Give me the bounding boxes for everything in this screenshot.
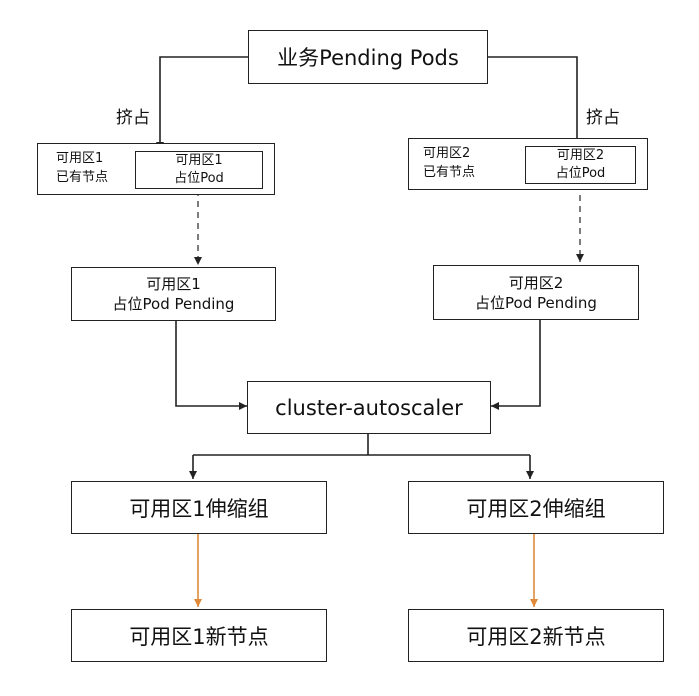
zone1-inner-line2: 占位Pod [174, 171, 224, 186]
zone1-placeholder-pod-box: 可用区1 占位Pod [135, 151, 263, 189]
zone2-pending-line1: 可用区2 [508, 273, 564, 292]
pending-pods-box: 业务Pending Pods [248, 30, 488, 84]
pending-pods-label: 业务Pending Pods [277, 46, 459, 70]
zone2-outer-line2: 已有节点 [423, 165, 476, 180]
cluster-autoscaler-label: cluster-autoscaler [275, 395, 463, 420]
preempt-label-left: 挤占 [116, 108, 150, 128]
zone1-new-node-label: 可用区1新节点 [129, 624, 269, 649]
zone1-scaling-group-box: 可用区1伸缩组 [71, 481, 327, 534]
zone2-inner-line1: 可用区2 [556, 148, 605, 163]
zone1-scaling-group-label: 可用区1伸缩组 [129, 496, 269, 521]
zone2-scaling-group-box: 可用区2伸缩组 [408, 481, 664, 534]
zone1-inner-line1: 可用区1 [175, 153, 223, 168]
arrow-top-to-zone2 [488, 56, 581, 146]
zone2-pending-line2: 占位Pod Pending [475, 293, 597, 312]
zone1-pending-line1: 可用区1 [146, 275, 201, 293]
arrow-pending1-to-autoscaler [175, 321, 247, 410]
zone2-outer-line1: 可用区2 [423, 146, 471, 161]
zone1-pending-box: 可用区1 占位Pod Pending [71, 267, 276, 321]
zone1-new-node-box: 可用区1新节点 [71, 609, 327, 662]
zone1-pending-line2: 占位Pod Pending [112, 295, 235, 313]
preempt-label-right: 挤占 [586, 108, 620, 128]
zone2-new-node-label: 可用区2新节点 [466, 624, 606, 649]
zone1-outer-line2: 已有节点 [56, 170, 109, 185]
zone1-outer-line1: 可用区1 [56, 151, 104, 166]
arrow-pending2-to-autoscaler [491, 320, 541, 410]
zone2-new-node-box: 可用区2新节点 [408, 609, 664, 662]
arrow-top-to-zone1 [156, 56, 248, 150]
zone2-placeholder-pod-box: 可用区2 占位Pod [525, 146, 636, 184]
zone2-pending-box: 可用区2 占位Pod Pending [433, 265, 639, 320]
zone2-inner-line2: 占位Pod [555, 166, 606, 181]
zone2-scaling-group-label: 可用区2伸缩组 [466, 496, 606, 521]
cluster-autoscaler-box: cluster-autoscaler [247, 381, 491, 434]
